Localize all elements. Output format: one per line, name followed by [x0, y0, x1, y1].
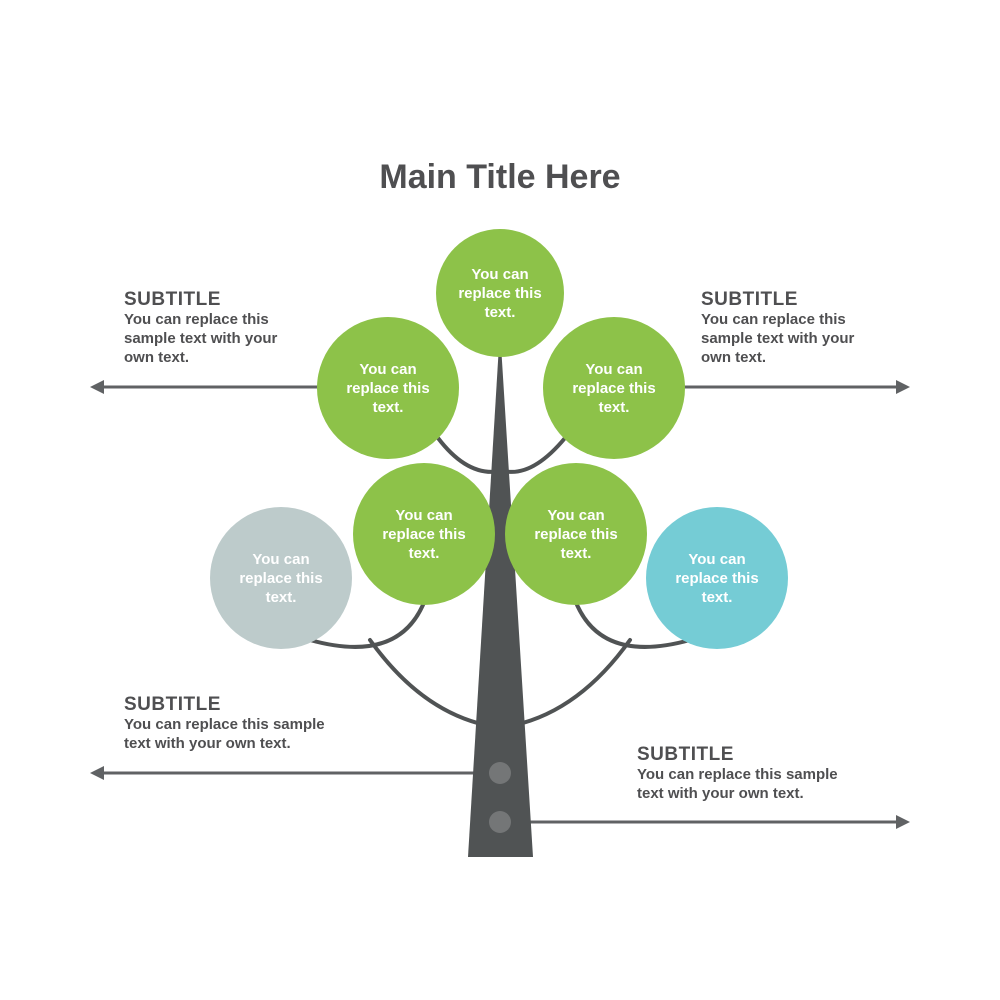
arrowhead-left-top	[90, 380, 104, 394]
note-top-left: SUBTITLE You can replace this sample tex…	[124, 289, 344, 367]
note-text: You can replace this sample text with yo…	[637, 766, 838, 802]
circle-middle-left: You can replace this text.	[353, 463, 495, 605]
note-subtitle: SUBTITLE	[124, 289, 221, 310]
circle-text: You can replace this text.	[675, 550, 759, 606]
circle-upper-left: You can replace this text.	[317, 317, 459, 459]
note-bottom-right: SUBTITLE You can replace this sample tex…	[637, 744, 897, 803]
arrowhead-right-top	[896, 380, 910, 394]
circle-text: You can replace this text.	[382, 506, 466, 562]
main-title: Main Title Here	[379, 158, 621, 196]
circle-text: You can replace this text.	[572, 360, 656, 416]
trunk-knot-upper	[489, 762, 511, 784]
arrowhead-left-bottom	[90, 766, 104, 780]
circle-gray: You can replace this text.	[210, 507, 352, 649]
tree-trunk	[468, 345, 533, 857]
note-text: You can replace this sample text with yo…	[701, 311, 855, 366]
circle-text: You can replace this text.	[239, 550, 323, 606]
circle-top: You can replace this text.	[436, 229, 564, 357]
circle-text: You can replace this text.	[346, 360, 430, 416]
branch-small-right	[573, 598, 692, 649]
note-subtitle: SUBTITLE	[124, 694, 221, 715]
arrowhead-right-bottom	[896, 815, 910, 829]
note-bottom-left: SUBTITLE You can replace this sample tex…	[124, 694, 384, 753]
branch-small-left	[308, 598, 427, 649]
note-text: You can replace this sample text with yo…	[124, 716, 325, 752]
note-subtitle: SUBTITLE	[637, 744, 734, 765]
circle-text: You can replace this text.	[534, 506, 618, 562]
circle-text: You can replace this text.	[458, 265, 542, 321]
circle-teal: You can replace this text.	[646, 507, 788, 649]
note-text: You can replace this sample text with yo…	[124, 311, 278, 366]
circle-middle-right: You can replace this text.	[505, 463, 647, 605]
note-subtitle: SUBTITLE	[701, 289, 798, 310]
circle-upper-right: You can replace this text.	[543, 317, 685, 459]
note-top-right: SUBTITLE You can replace this sample tex…	[701, 289, 921, 367]
branch-lower-left	[368, 638, 487, 727]
branch-lower-right	[513, 638, 632, 727]
trunk-knot-lower	[489, 811, 511, 833]
